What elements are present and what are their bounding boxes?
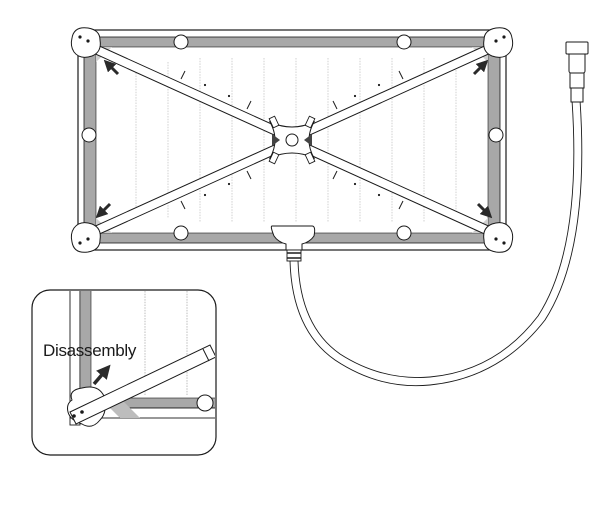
frame-grommets [81,34,504,241]
junction-box [270,225,316,262]
center-hub [268,115,316,165]
x-brace [79,38,505,242]
disassembly-arrows [95,59,493,219]
corner-brackets [70,27,514,253]
connector-plug [565,41,589,103]
bracket-screws [78,35,506,245]
cell-lines [135,58,457,222]
disassembly-inset [31,289,217,456]
disassembly-label: Disassembly [43,341,137,360]
cable [289,99,583,387]
